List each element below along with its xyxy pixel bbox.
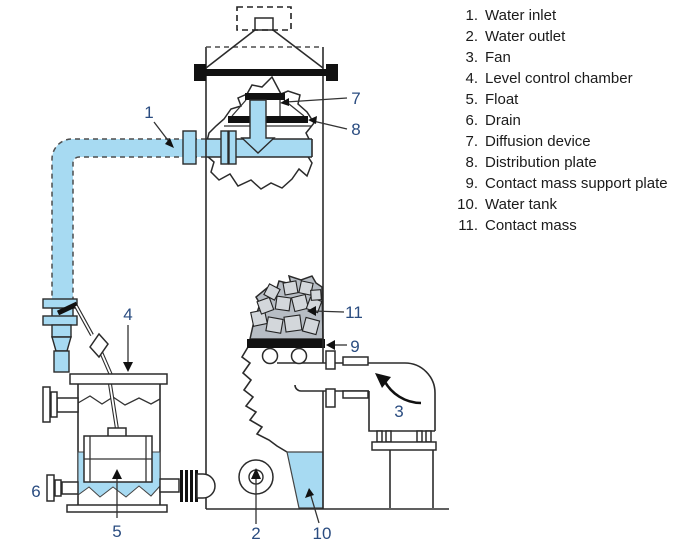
callout-1: 1 bbox=[144, 103, 174, 148]
legend-item-drain: 6.Drain bbox=[465, 112, 521, 129]
pipe-flange-inner bbox=[220, 130, 229, 165]
vent-stub bbox=[254, 17, 274, 31]
svg-text:2: 2 bbox=[251, 524, 260, 541]
svg-text:6: 6 bbox=[31, 482, 40, 501]
svg-text:10: 10 bbox=[313, 524, 332, 541]
callout-9: 9 bbox=[326, 337, 360, 356]
break-line bbox=[77, 395, 161, 406]
callout-10: 10 bbox=[305, 488, 331, 541]
callout-3: 3 bbox=[394, 402, 403, 421]
float-valve bbox=[42, 298, 113, 376]
callout-6: 6 bbox=[31, 482, 40, 501]
callout-7: 7 bbox=[280, 89, 361, 108]
tower bbox=[194, 6, 449, 510]
pipe-flange-outer bbox=[182, 130, 197, 165]
legend-item-float: 5.Float bbox=[465, 91, 519, 108]
svg-text:3: 3 bbox=[394, 402, 403, 421]
level-control-chamber bbox=[42, 373, 198, 513]
callout-8: 8 bbox=[308, 116, 361, 139]
legend-item-contact-mass-support-plate: 9.Contact mass support plate bbox=[465, 175, 668, 192]
drain-port bbox=[46, 474, 79, 502]
pipe-flange-inner bbox=[228, 130, 237, 165]
legend-item-contact-mass: 11.Contact mass bbox=[458, 217, 577, 234]
legend-item-distribution-plate: 8.Distribution plate bbox=[465, 154, 597, 171]
contact-mass-support-plate bbox=[247, 339, 325, 365]
legend-item-water-outlet: 2.Water outlet bbox=[465, 28, 566, 45]
water-tank bbox=[286, 451, 324, 509]
downflow-arrow bbox=[240, 99, 276, 154]
distribution-plate bbox=[224, 116, 312, 127]
vent-hood bbox=[236, 6, 292, 31]
callout-2: 2 bbox=[251, 468, 261, 541]
legend-item-fan: 3.Fan bbox=[465, 49, 511, 66]
top-flange bbox=[194, 64, 338, 81]
chamber-side-port bbox=[42, 386, 79, 423]
callout-11: 11 bbox=[307, 303, 363, 322]
svg-text:5: 5 bbox=[112, 522, 121, 541]
bottom-cutaway bbox=[238, 346, 324, 509]
svg-text:1: 1 bbox=[144, 103, 153, 122]
contact-mass bbox=[249, 274, 324, 340]
valve-lever bbox=[56, 301, 79, 316]
cone-left bbox=[205, 29, 256, 69]
equalizer-pipe-cap bbox=[196, 473, 216, 499]
legend-item-level-control-chamber: 4.Level control chamber bbox=[465, 70, 633, 87]
callout-4: 4 bbox=[123, 305, 133, 372]
fan-stand bbox=[371, 430, 437, 508]
svg-text:11: 11 bbox=[345, 303, 363, 322]
linkage-joint bbox=[89, 332, 109, 359]
legend: 1.Water inlet 2.Water outlet 3.Fan 4.Lev… bbox=[447, 5, 697, 236]
chamber-lid bbox=[69, 373, 168, 385]
legend-item-diffusion-device: 7.Diffusion device bbox=[465, 133, 591, 150]
legend-item-water-inlet: 1.Water inlet bbox=[465, 7, 557, 24]
svg-text:4: 4 bbox=[123, 305, 132, 324]
valve-linkage-rod bbox=[74, 305, 113, 376]
callouts: 1 2 3 4 5 6 bbox=[31, 89, 403, 541]
svg-text:8: 8 bbox=[351, 120, 360, 139]
svg-text:9: 9 bbox=[350, 337, 359, 356]
cone-right bbox=[272, 29, 324, 69]
water-inlet-pipe bbox=[51, 130, 313, 300]
fan-duct bbox=[277, 350, 436, 432]
valve-nozzle bbox=[53, 350, 70, 373]
callout-5: 5 bbox=[112, 469, 122, 541]
legend-item-water-tank: 10.Water tank bbox=[457, 196, 557, 213]
equalizer-pipe bbox=[159, 470, 198, 502]
svg-text:7: 7 bbox=[351, 89, 360, 108]
airflow-arrow bbox=[375, 373, 422, 405]
